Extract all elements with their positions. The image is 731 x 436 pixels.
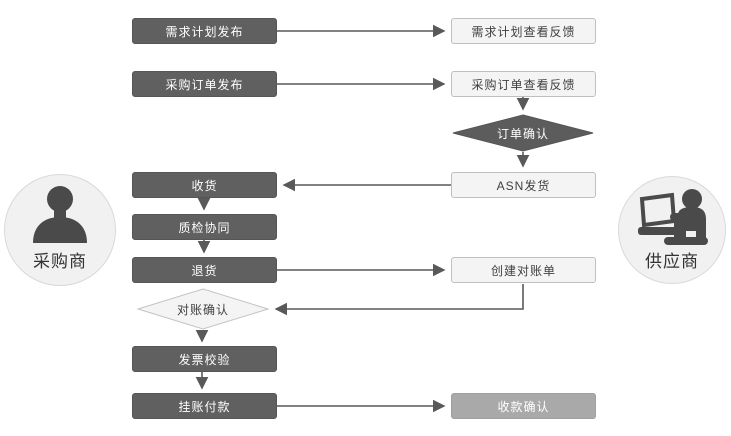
step-demand-plan-feedback: 需求计划查看反馈 (451, 18, 596, 44)
step-invoice-verification: 发票校验 (132, 346, 277, 372)
step-return-goods: 退货 (132, 257, 277, 283)
step-receive-goods: 收货 (132, 172, 277, 198)
step-demand-plan-publish: 需求计划发布 (132, 18, 277, 44)
step-po-feedback: 采购订单查看反馈 (451, 71, 596, 97)
step-quality-inspection: 质检协同 (132, 214, 277, 240)
decision-order-confirmation-label: 订单确认 (496, 126, 549, 141)
role-buyer: 采购商 (4, 174, 116, 286)
step-po-publish: 采购订单发布 (132, 71, 277, 97)
role-buyer-label: 采购商 (33, 252, 87, 271)
diamond-shape-icon (452, 114, 594, 152)
buyer-person-icon (33, 186, 87, 243)
step-create-statement: 创建对账单 (451, 257, 596, 283)
role-supplier: 供应商 (618, 176, 726, 284)
decision-reconciliation-confirmation-label: 对账确认 (176, 302, 229, 317)
decision-reconciliation-confirmation: 对账确认 (137, 288, 269, 330)
step-asn-shipment: ASN发货 (451, 172, 596, 198)
step-payment-confirmation: 收款确认 (451, 393, 596, 419)
step-payment-on-account: 挂账付款 (132, 393, 277, 419)
supplier-person-laptop-icon (638, 189, 708, 245)
diamond-shape-icon (137, 288, 269, 330)
decision-order-confirmation: 订单确认 (452, 114, 594, 152)
role-supplier-label: 供应商 (645, 252, 699, 271)
